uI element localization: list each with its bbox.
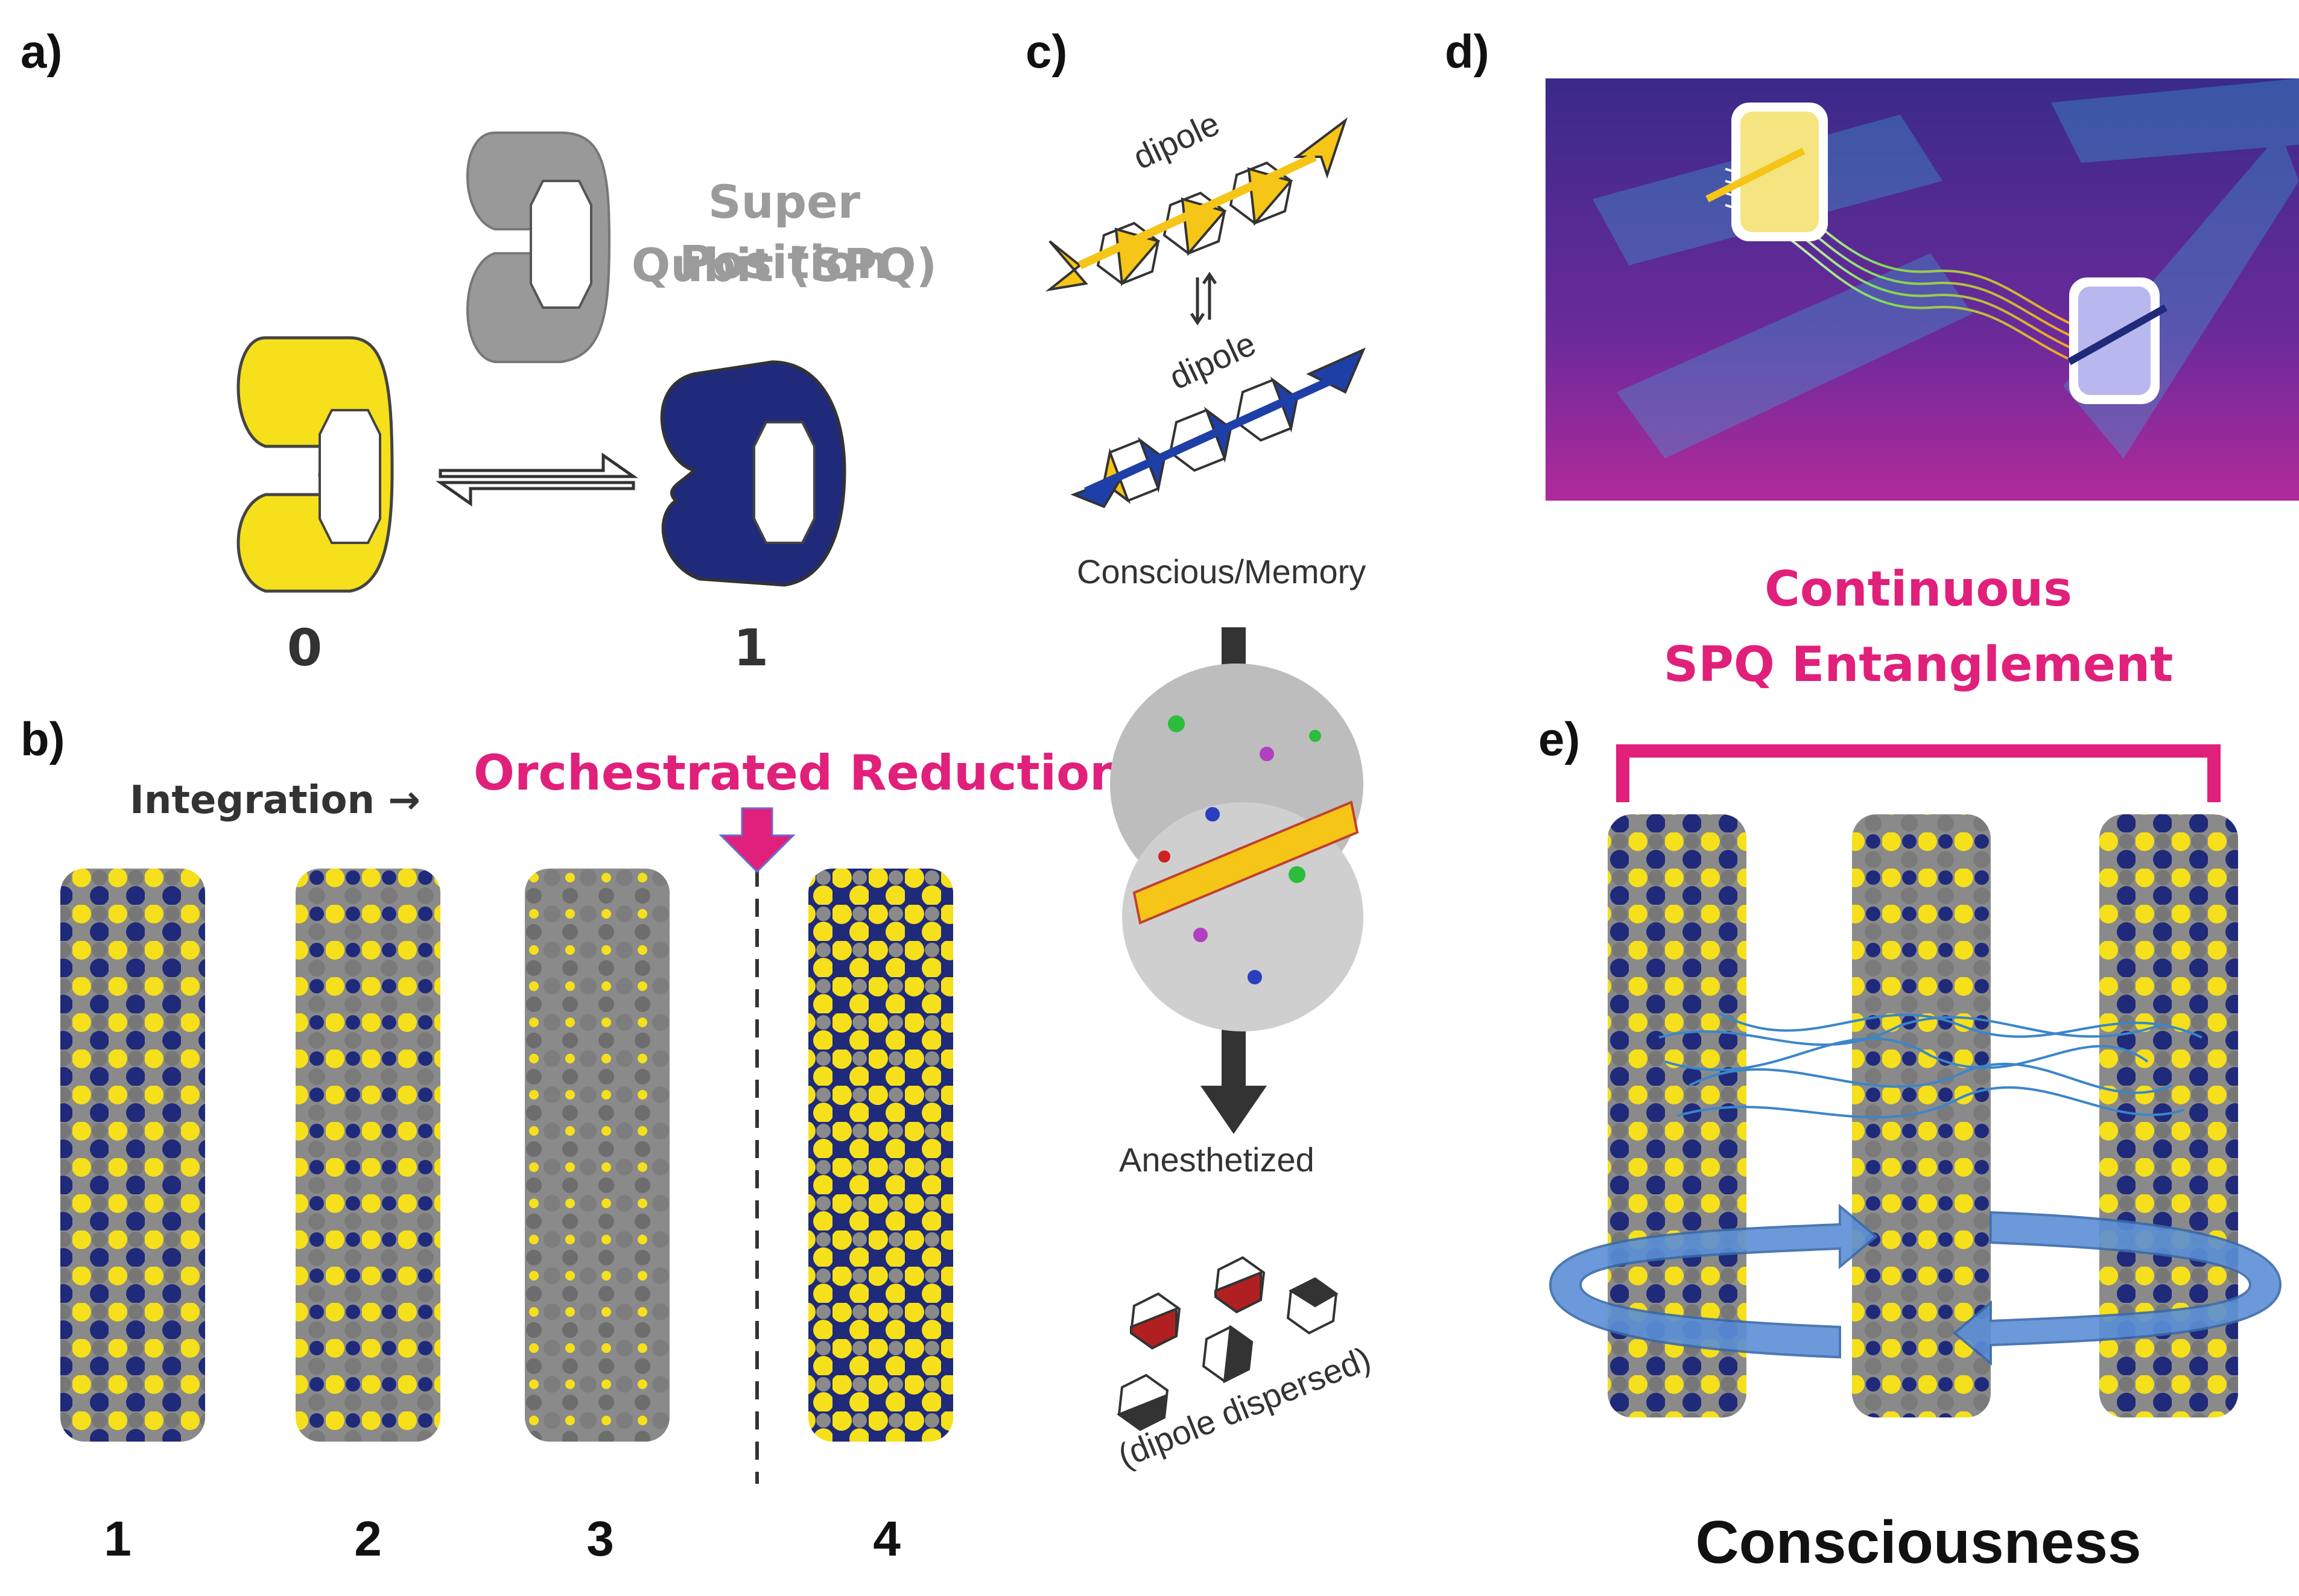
entanglement-title-line1: Continuous [1765, 561, 2072, 617]
microtubule-1 [60, 869, 205, 1442]
transition-arrow-head [1200, 1086, 1267, 1134]
microtubule-3 [525, 869, 670, 1442]
microtubule-e-middle [1852, 814, 1991, 1417]
mt-number-3: 3 [586, 1512, 614, 1566]
microtubule-cylinders [1593, 78, 2299, 458]
panel-label-e: e) [1538, 712, 1581, 765]
spq-title-line2: Qubit (SPQ) [631, 238, 937, 292]
blue-tubulin-card [2067, 277, 2167, 404]
panel-label-b: b) [21, 712, 65, 765]
entanglement-title-line2: SPQ Entanglement [1663, 636, 2174, 692]
spq-protein-gray [466, 131, 611, 363]
tubulin-protein-structure [1110, 663, 1363, 1031]
state-1-label: 1 [733, 618, 769, 677]
equilibrium-arrows-icon [436, 452, 638, 507]
entanglement-tangle-lines [1658, 1012, 2202, 1119]
consciousness-caption: Consciousness [1695, 1509, 2142, 1576]
dipole-label-top: dipole [1127, 104, 1225, 177]
state-0-label: 0 [287, 618, 323, 677]
tubulin-state-0 [236, 336, 394, 593]
mt-number-1: 1 [104, 1512, 132, 1566]
conscious-memory-label: Conscious/Memory [1077, 553, 1366, 591]
mt-number-2: 2 [354, 1512, 382, 1566]
integration-label: Integration → [130, 778, 420, 823]
anesthetized-label: Anesthetized [1119, 1141, 1314, 1179]
panel-label-c: c) [1026, 25, 1068, 78]
tubulin-state-1 [660, 360, 846, 587]
microtubule-4 [808, 869, 953, 1442]
microtubule-2 [296, 869, 440, 1442]
panel-d-background [1546, 78, 2299, 501]
spq-title-line1: Super Position [679, 175, 889, 289]
flip-arrows-icon [1190, 271, 1217, 326]
rotation-arrows-icon [1549, 1203, 2282, 1366]
mt-number-4: 4 [873, 1512, 901, 1566]
dipole-label-bottom: dipole [1163, 324, 1261, 397]
panel-label-a: a) [21, 25, 63, 78]
reduction-arrow-icon [718, 807, 796, 873]
anesthetic-label-2: A [1231, 1280, 1246, 1303]
transition-arrow-shaft [1222, 627, 1246, 1092]
yellow-tubulin-card [1705, 103, 1828, 241]
dipole-dispersed-label: (dipole dispersed) [1112, 1338, 1376, 1475]
orchestrated-reduction-title: Orchestrated Reduction [474, 745, 1124, 801]
microtubule-e-left [1608, 814, 1746, 1417]
panel-label-d: d) [1445, 25, 1489, 78]
anesthetic-label-1: A [1146, 1316, 1161, 1339]
entanglement-bracket [1616, 744, 2221, 802]
microtubule-e-right [2099, 814, 2238, 1417]
entanglement-waves [1725, 168, 2076, 363]
